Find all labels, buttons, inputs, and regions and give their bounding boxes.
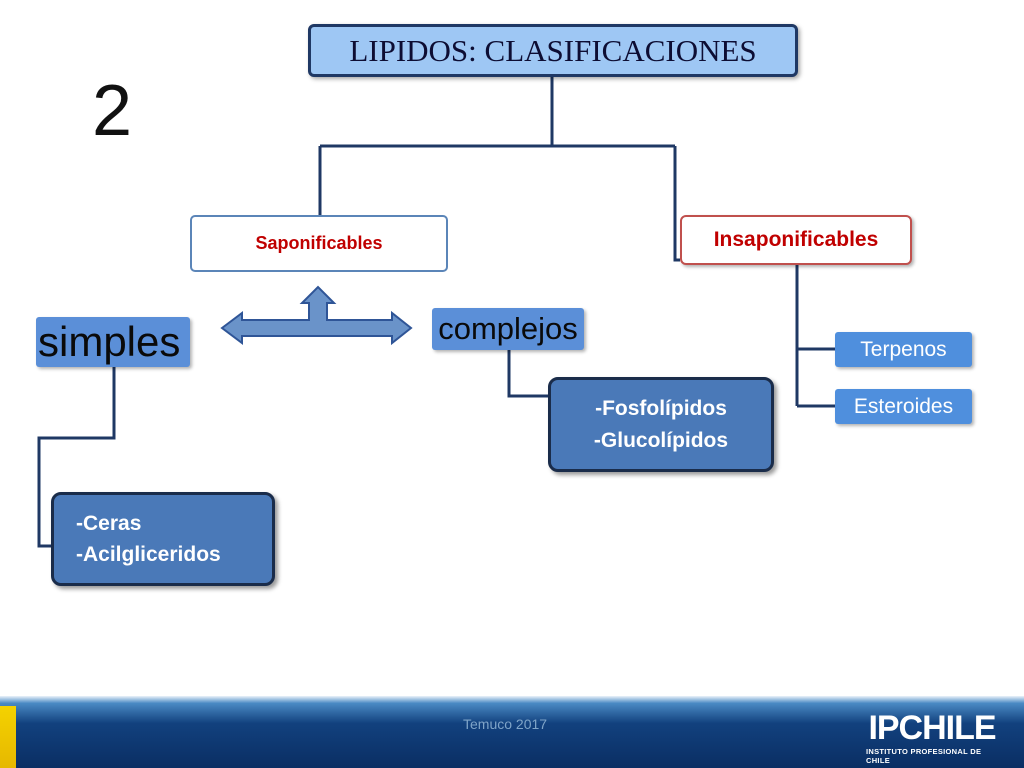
ipchile-logo: IPCHILE INSTITUTO PROFESIONAL DE CHILE xyxy=(866,709,998,765)
connector-to-insaponificables xyxy=(673,146,680,262)
complejos-items-box: -Fosfolípidos -Glucolípidos xyxy=(548,377,774,472)
connector-simples-items xyxy=(37,367,116,548)
esteroides-box: Esteroides xyxy=(835,389,972,424)
t-arrow-shape xyxy=(220,285,413,346)
terpenos-box: Terpenos xyxy=(835,332,972,367)
diagram-title: LIPIDOS: CLASIFICACIONES xyxy=(308,24,798,77)
footer-accent-stripe xyxy=(0,706,16,768)
connector-complejos-items xyxy=(507,350,548,398)
item-ceras: -Ceras xyxy=(76,511,142,535)
item-fosfolipidos: -Fosfolípidos xyxy=(595,397,727,420)
insaponificables-box: Insaponificables xyxy=(680,215,912,265)
simples-items-box: -Ceras -Acilgliceridos xyxy=(51,492,275,586)
item-glucolipidos: -Glucolípidos xyxy=(593,428,729,452)
footer-text: Temuco 2017 xyxy=(463,716,548,732)
saponificables-box: Saponificables xyxy=(190,215,448,272)
footer-bar xyxy=(0,696,1024,768)
logo-main-text: IPCHILE xyxy=(868,709,996,747)
item-acilgliceridos: -Acilgliceridos xyxy=(76,543,221,566)
complejos-box: complejos xyxy=(432,308,584,350)
slide-number: 2 xyxy=(92,71,133,151)
simples-box: simples xyxy=(36,317,190,367)
logo-sub-text: INSTITUTO PROFESIONAL DE CHILE xyxy=(866,747,982,765)
